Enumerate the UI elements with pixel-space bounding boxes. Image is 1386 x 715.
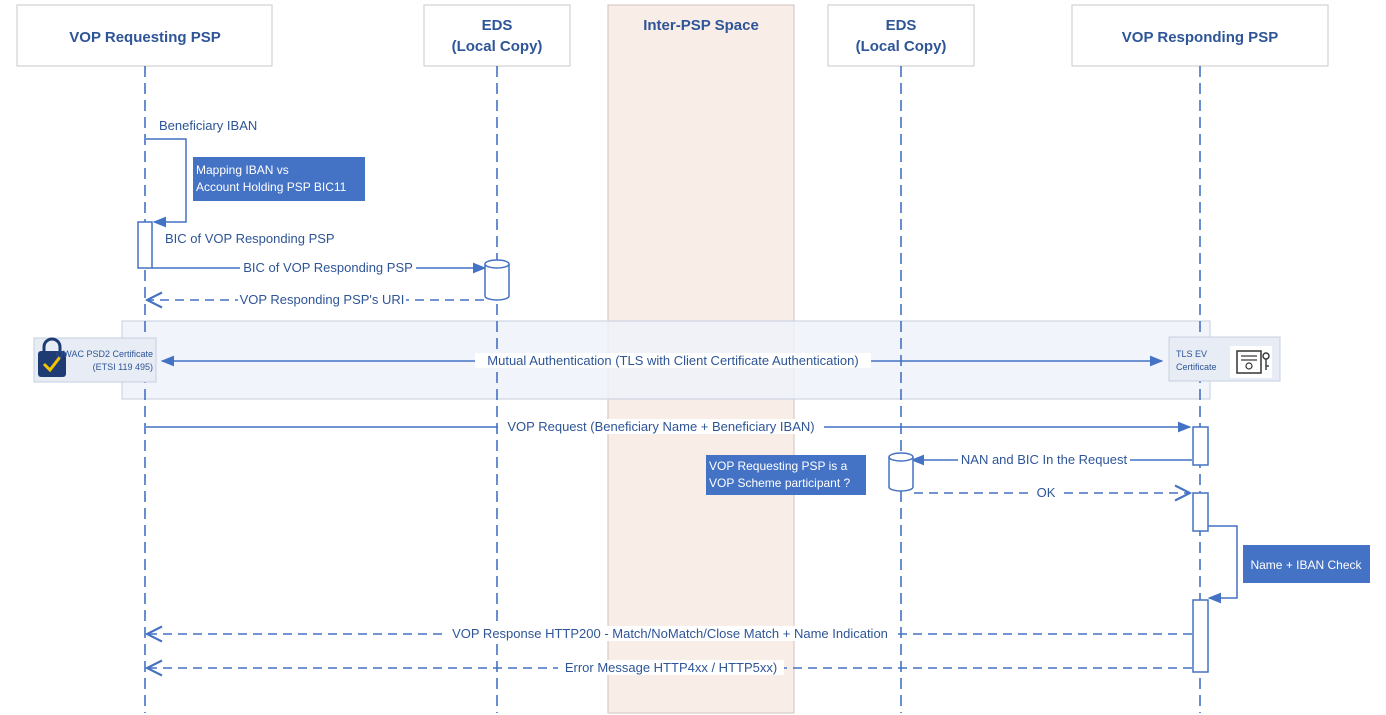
note-mapping	[193, 157, 365, 201]
note-mapping-line1: Mapping IBAN vs	[196, 163, 289, 177]
label-bic-self: BIC of VOP Responding PSP	[165, 231, 335, 246]
label-error-message: Error Message HTTP4xx / HTTP5xx)	[565, 660, 777, 675]
label-ok: OK	[1037, 485, 1056, 500]
inter-psp-title: Inter-PSP Space	[643, 17, 759, 34]
qwac-line2: (ETSI 119 495)	[93, 362, 153, 372]
label-vop-request: VOP Request (Beneficiary Name + Benefici…	[507, 419, 814, 434]
qwac-line1: QWAC PSD2 Certificate	[56, 349, 153, 359]
label-vop-response: VOP Response HTTP200 - Match/NoMatch/Clo…	[452, 626, 888, 641]
label-nan-bic: NAN and BIC In the Request	[961, 452, 1128, 467]
self-message-beneficiary-iban	[146, 138, 187, 228]
participant-eds-left-line2: (Local Copy)	[452, 38, 543, 55]
label-beneficiary-iban: Beneficiary IBAN	[159, 118, 257, 133]
participant-eds-left-line1: EDS	[482, 17, 513, 34]
padlock-check-icon	[38, 337, 66, 377]
tls-certificate: TLS EV Certificate	[1168, 336, 1281, 382]
header-box-eds-left	[423, 4, 571, 67]
label-mutual-auth: Mutual Authentication (TLS with Client C…	[487, 353, 858, 368]
label-bic-to-eds: BIC of VOP Responding PSP	[243, 260, 413, 275]
database-icon	[484, 259, 510, 301]
participant-requesting: VOP Requesting PSP	[69, 29, 220, 46]
certificate-icon	[1230, 346, 1272, 378]
tls-line2: Certificate	[1176, 362, 1217, 372]
note-participant-check-line2: VOP Scheme participant ?	[709, 476, 851, 490]
participant-responding: VOP Responding PSP	[1122, 29, 1278, 46]
note-participant-check	[706, 455, 866, 495]
activation-requesting	[137, 221, 153, 269]
note-participant-check-line1: VOP Requesting PSP is a	[709, 459, 848, 473]
participant-eds-right-line2: (Local Copy)	[856, 38, 947, 55]
activation-responding-1	[1192, 426, 1209, 466]
self-message-name-iban-check	[1207, 525, 1238, 604]
header-box-responding	[1071, 4, 1329, 67]
header-box-requesting	[16, 4, 273, 67]
header-box-eds-right	[827, 4, 975, 67]
note-name-iban-check	[1243, 545, 1370, 583]
note-mapping-line2: Account Holding PSP BIC11	[196, 180, 347, 194]
activation-responding-3	[1192, 599, 1209, 673]
label-uri-reply: VOP Responding PSP's URI	[240, 292, 405, 307]
qwac-certificate: QWAC PSD2 Certificate (ETSI 119 495)	[33, 337, 157, 383]
activation-responding-2	[1192, 492, 1209, 532]
participant-eds-right-line1: EDS	[886, 17, 917, 34]
database-icon	[888, 452, 914, 492]
note-name-iban-check-text: Name + IBAN Check	[1250, 558, 1362, 572]
tls-line1: TLS EV	[1176, 349, 1207, 359]
